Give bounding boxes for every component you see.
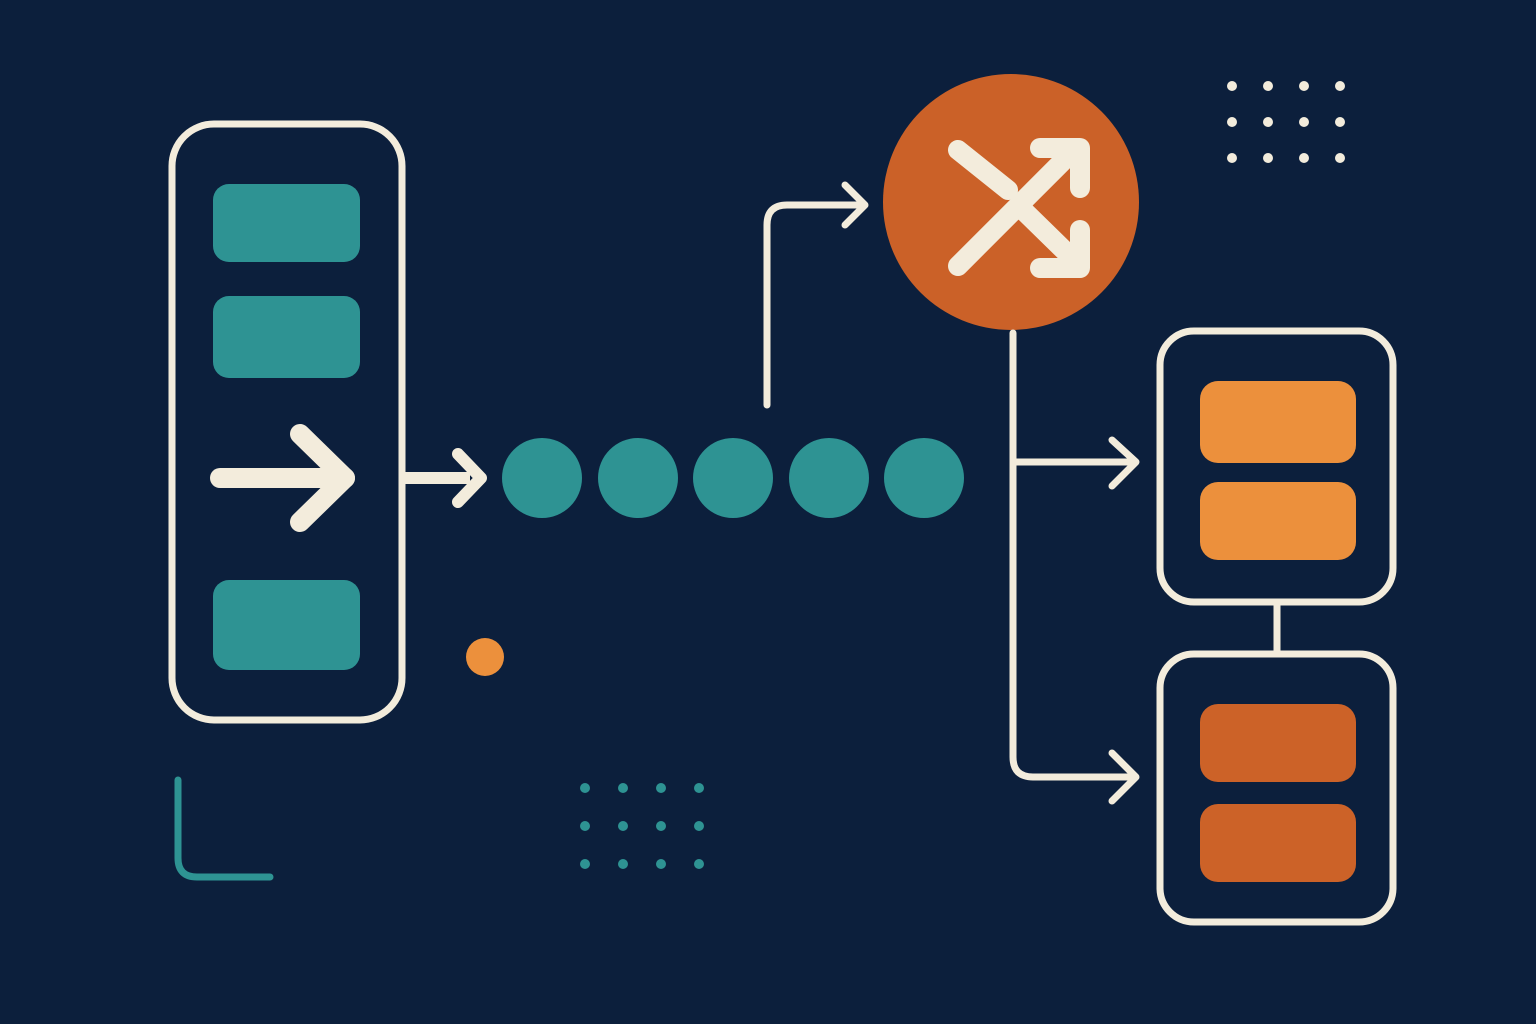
decor-grid-dot (1227, 81, 1237, 91)
arrow-right-icon-head (290, 424, 355, 532)
decor-grid-dot (1299, 117, 1309, 127)
decor-grid-dot (1263, 81, 1273, 91)
stack-to-queue-connector (402, 448, 487, 508)
decor-grid-dot (1335, 81, 1345, 91)
shuffle-node (883, 74, 1139, 330)
branch-lower-arrowhead (1108, 749, 1140, 805)
queue-dot-5 (884, 438, 964, 518)
queue-dot-1 (502, 438, 582, 518)
decor-grid-dot (580, 859, 590, 869)
decor-grid-dot (1227, 153, 1237, 163)
arrow-right-icon (210, 424, 355, 532)
decor-grid-dot (656, 783, 666, 793)
output-group-1-bar-1 (1200, 381, 1356, 463)
output-group-2 (1156, 650, 1397, 926)
shuffle-icon-up-head (1030, 138, 1090, 198)
input-block-1 (213, 184, 360, 262)
branch-upper-arrowhead (1108, 436, 1140, 490)
queue-to-shuffle-arrow (763, 181, 869, 409)
output-group-2-bar-1 (1200, 704, 1356, 782)
decor-grid-dot (656, 859, 666, 869)
input-stack-frame (168, 120, 406, 724)
decor-grid-dot (618, 821, 628, 831)
output-group-1 (1156, 327, 1397, 606)
decor-grid-dot (618, 859, 628, 869)
shuffle-icon-up-arm (948, 142, 1082, 276)
decor-grid-dot (618, 783, 628, 793)
decor-dot-grid-teal (580, 783, 704, 869)
decor-dot-grid-cream (1227, 81, 1345, 163)
queue-to-shuffle-path (763, 201, 866, 409)
input-block-3 (213, 580, 360, 670)
shuffle-icon-down-arm (1015, 202, 1080, 266)
decor-grid-dot (694, 821, 704, 831)
shuffle-icon (948, 138, 1090, 278)
queue-dot-3 (693, 438, 773, 518)
queue-dot-2 (598, 438, 678, 518)
decor-grid-dot (1335, 153, 1345, 163)
decor-grid-dot (694, 859, 704, 869)
output-group-1-bar-2 (1200, 482, 1356, 560)
decor-grid-dot (1263, 153, 1273, 163)
shuffle-branch-connector (1009, 329, 1140, 805)
input-stack (168, 120, 406, 724)
branch-trunk (1009, 329, 1134, 781)
decor-grid-dot (656, 821, 666, 831)
queue-dots (502, 438, 964, 518)
decor-grid-dot (694, 783, 704, 793)
decor-grid-dot (1335, 117, 1345, 127)
decor-grid-dot (1299, 81, 1309, 91)
decor-grid-dot (580, 783, 590, 793)
decor-grid-dot (580, 821, 590, 831)
shuffle-icon-down-head (1030, 220, 1090, 278)
output-group-2-bar-2 (1200, 804, 1356, 882)
connector-arrowhead (452, 448, 487, 508)
decor-grid-dot (1263, 117, 1273, 127)
input-block-2 (213, 296, 360, 378)
decor-corner-bracket (174, 776, 274, 881)
output-group-2-frame (1156, 650, 1397, 926)
queue-dot-4 (789, 438, 869, 518)
shuffle-icon-cross-arm (948, 140, 1018, 200)
decor-grid-dot (1299, 153, 1309, 163)
decor-orange-dot (466, 638, 504, 676)
queue-to-shuffle-arrowhead (841, 181, 869, 229)
decor-grid-dot (1227, 117, 1237, 127)
